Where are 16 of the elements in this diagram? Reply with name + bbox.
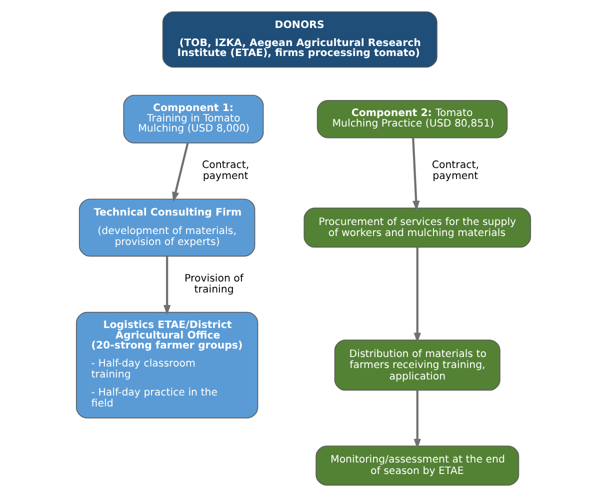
arrow — [412, 138, 420, 211]
edge-label: Contract, payment — [432, 160, 479, 182]
node-box: Distribution of materials to farmers receiving training, application — [334, 340, 500, 391]
node-box: Procurement of services for the supply of workers and mulching materials — [304, 208, 532, 248]
arrow — [414, 390, 421, 450]
node-box: DONORS (TOB, IZKA, Aegean Agricultural Research Institute (ETAE), firms processing tomato) — [162, 11, 438, 68]
node-box: Technical Consulting Firm (development of materials, provision of experts) — [78, 198, 256, 257]
node-box: Component 1: Training in Tomato Mulching (USD 8,000) — [123, 94, 264, 144]
node-box: Monitoring/assessment at the end of season by ETAE — [316, 446, 520, 486]
edge-label: Contract, payment — [202, 160, 250, 182]
arrow — [163, 256, 171, 316]
node-box: Component 2: Tomato Mulching Practice (USD 80,851) — [316, 100, 508, 138]
arrow — [414, 247, 421, 344]
arrow — [172, 142, 189, 202]
edge-label: Provision of training — [184, 273, 244, 296]
node-box: Logistics ETAE/District Agricultural Office (20-strong farmer groups) - Half-day classroom training - Half-day practice in the field — [76, 312, 258, 418]
